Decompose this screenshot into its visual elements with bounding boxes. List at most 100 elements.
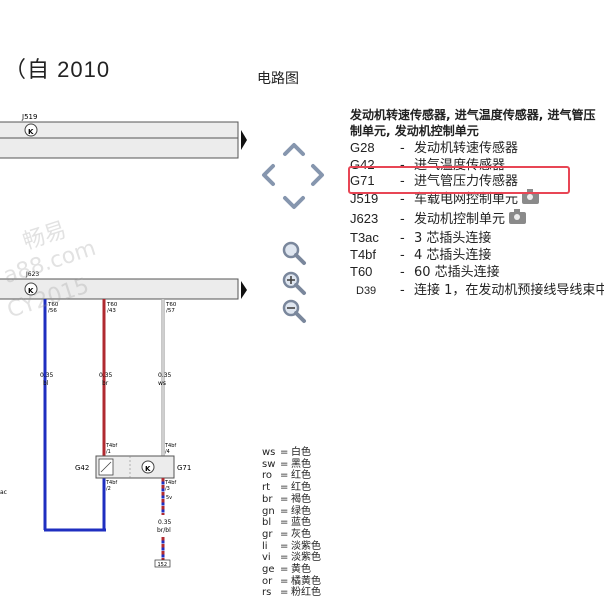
zoom-out-button[interactable] [279,296,309,326]
color-key-name: 灰色 [291,528,311,540]
camera-icon[interactable] [522,189,540,204]
zoom-in-button[interactable] [279,268,309,298]
wire-ws-size: 0.35 [158,372,172,379]
legend-heading-line: 发动机转速传感器, 进气温度传感器, 进气管压 [350,108,596,122]
color-key-row: sw =黑色 [262,459,311,471]
search-zoom-button[interactable] [279,238,309,268]
magnifier-icon [282,241,306,265]
pan-down-button[interactable] [279,188,309,218]
legend-row-d39: D39-连接 1，在发动机预接线导线束中 [350,282,604,300]
diagram-subtitle: 电路图 [257,71,299,87]
legend-desc: 连接 1，在发动机预接线导线束中 [414,283,604,298]
legend-row-t3ac: T3ac-3 芯插头连接 [350,230,492,246]
color-key-eq: = [280,517,289,529]
color-key-eq: = [280,528,289,540]
legend-row-t60: T60-60 芯插头连接 [350,264,500,280]
color-key-row: ge=黄色 [262,564,311,576]
color-key-code: bl [262,517,272,529]
wire-bl-terminal: T60/56 [47,302,59,314]
color-key-name: 淡紫色 [291,540,321,552]
j519-continue-arrow-icon [241,130,247,150]
legend-row-t4bf: T4bf-4 芯插头连接 [350,247,492,263]
color-key-row: rt=红色 [262,482,311,494]
color-key-eq: = [280,447,289,458]
wire-ws-color: ws [158,380,166,387]
legend-desc: 车载电网控制单元 [414,192,519,207]
color-key-eq: = [280,540,289,552]
svg-text:K: K [28,287,34,295]
color-key-code: rt [262,482,271,494]
color-key-row: gn =绿色 [262,506,311,518]
ground-ref-box[interactable] [154,559,171,568]
color-key-name: 蓝色 [291,517,311,529]
module-j519[interactable]: K J519 [0,113,239,159]
wire-br-terminal: T60/43 [106,302,118,314]
svg-text:K: K [145,465,151,473]
module-j623-label: J623 [25,271,39,278]
color-key-row: br =褐色 [262,494,311,506]
color-key-eq: = [280,505,289,517]
legend-row-g42: G42-进气温度传感器 [350,157,506,173]
color-key-name: 褐色 [291,493,311,505]
color-key-code: or [262,575,273,587]
color-key-code: ge [262,564,275,575]
color-key-code: rs [262,587,272,599]
t4bf-1-label: T4bf/1 [105,443,117,455]
wire-br-color: br [102,380,109,387]
color-key-name: 红色 [291,470,311,482]
color-key-row: ro =红色 [262,470,311,482]
legend-row-g71: G71-进气管压力传感器 [350,173,519,189]
sensor-block[interactable]: K [95,455,175,479]
arrow-right-icon [311,164,324,186]
legend-heading-line: 制单元, 发动机控制单元 [350,124,479,138]
legend-heading: 发动机转速传感器, 进气温度传感器, 进气管压 制单元, 发动机控制单元 [350,107,604,139]
color-key-eq: = [280,482,289,494]
color-key-eq: = [280,470,289,482]
module-j623[interactable]: K J623 [0,271,239,300]
legend-code: G42 [350,157,375,172]
legend-desc: 进气温度传感器 [414,158,506,173]
pan-left-button[interactable] [253,160,283,190]
color-key-code: br [262,493,273,505]
color-key-code: ro [262,470,273,482]
wire-bl-size: 0.35 [40,372,54,379]
color-key-name: 绿色 [291,505,311,517]
svg-text:K: K [28,128,34,136]
color-key-name: 粉红色 [291,587,321,599]
legend-desc: 发动机控制单元 [414,212,506,227]
color-key-name: 白色 [291,447,311,458]
arrow-left-icon [262,164,275,186]
legend-code: D39 [356,285,377,297]
color-key-eq: = [280,493,289,505]
legend-desc: 进气管压力传感器 [414,174,519,189]
color-key-code: ws [262,447,276,458]
wire-bl-color: bl [43,380,49,387]
ground-ref-label: 152 [158,562,168,568]
pan-right-button[interactable] [303,160,333,190]
legend-desc: 60 芯插头连接 [414,265,500,280]
color-key-row: ws =白色 [262,447,311,459]
module-j519-label: J519 [21,113,37,121]
color-key-eq: = [280,552,289,564]
color-key-name: 黄色 [291,564,311,575]
color-key-code: gn [262,505,275,517]
color-key-code: gr [262,528,273,540]
color-key-code: li [262,540,268,552]
color-key-code: sw [262,458,276,470]
legend-desc: 3 芯插头连接 [414,231,492,246]
color-key-eq: = [280,458,289,470]
wire-ws-terminal: T60/57 [165,302,177,314]
color-key-name: 黑色 [291,458,311,470]
legend-row-g28: G28-发动机转速传感器 [350,140,519,156]
color-key-row: bl =蓝色 [262,517,311,529]
module-j519-symbol-icon [24,123,38,137]
color-key-eq: = [280,587,289,599]
pan-up-button[interactable] [279,134,309,164]
legend-code: T3ac [350,230,379,245]
camera-icon[interactable] [509,209,527,224]
legend-code: G71 [350,173,375,188]
legend-code: T4bf [350,247,377,262]
j623-continue-arrow-icon [241,281,247,299]
color-key-name: 淡紫色 [291,552,321,564]
legend-desc: 发动机转速传感器 [414,141,519,156]
